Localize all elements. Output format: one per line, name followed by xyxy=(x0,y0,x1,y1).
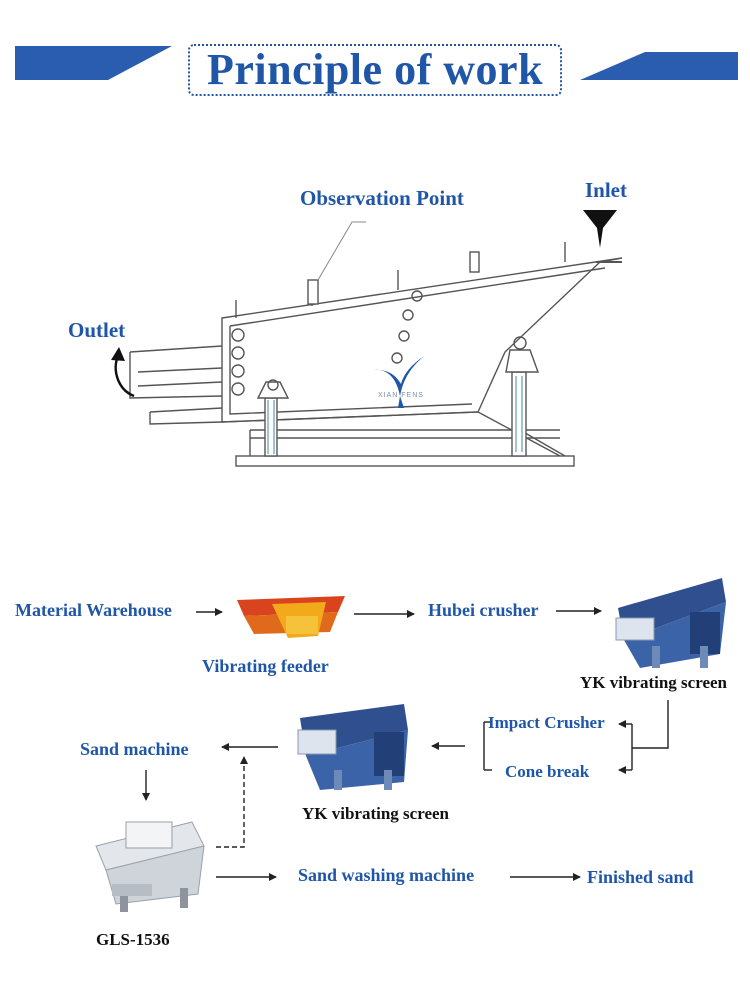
banner-right xyxy=(580,52,738,80)
xianfens-logo-icon xyxy=(372,356,424,408)
material-warehouse-label: Material Warehouse xyxy=(15,600,172,620)
impact-crusher-label: Impact Crusher xyxy=(488,713,605,732)
inlet-label: Inlet xyxy=(585,178,627,202)
vibrating-screen-drawing xyxy=(129,221,623,467)
outlet-arrow-icon xyxy=(114,355,135,398)
vibrating-feeder-image xyxy=(237,596,345,638)
page-title: Principle of work xyxy=(206,45,543,94)
yk-screen-2-image xyxy=(297,704,408,790)
finished-sand-label: Finished sand xyxy=(587,867,694,887)
flow-arrows xyxy=(142,607,669,881)
hubei-crusher-label: Hubei crusher xyxy=(428,600,539,620)
yk-screen-1-label: YK vibrating screen xyxy=(580,673,728,692)
inlet-funnel-icon xyxy=(583,210,617,248)
sand-machine-label: Sand machine xyxy=(80,739,189,759)
banner-left xyxy=(15,46,172,80)
yk-screen-1-image xyxy=(615,578,726,668)
gls-model-label: GLS-1536 xyxy=(96,930,170,949)
outlet-label: Outlet xyxy=(68,318,126,342)
logo-text: XIAN FENS xyxy=(378,392,424,399)
vibrating-feeder-label: Vibrating feeder xyxy=(202,656,329,676)
title-frame: Principle of work xyxy=(188,44,562,96)
gls-1536-image xyxy=(95,821,205,912)
sand-washing-machine-label: Sand washing machine xyxy=(298,865,475,885)
cone-break-label: Cone break xyxy=(505,762,590,781)
yk-screen-2-label: YK vibrating screen xyxy=(302,804,450,823)
observation-point-label: Observation Point xyxy=(300,186,464,210)
